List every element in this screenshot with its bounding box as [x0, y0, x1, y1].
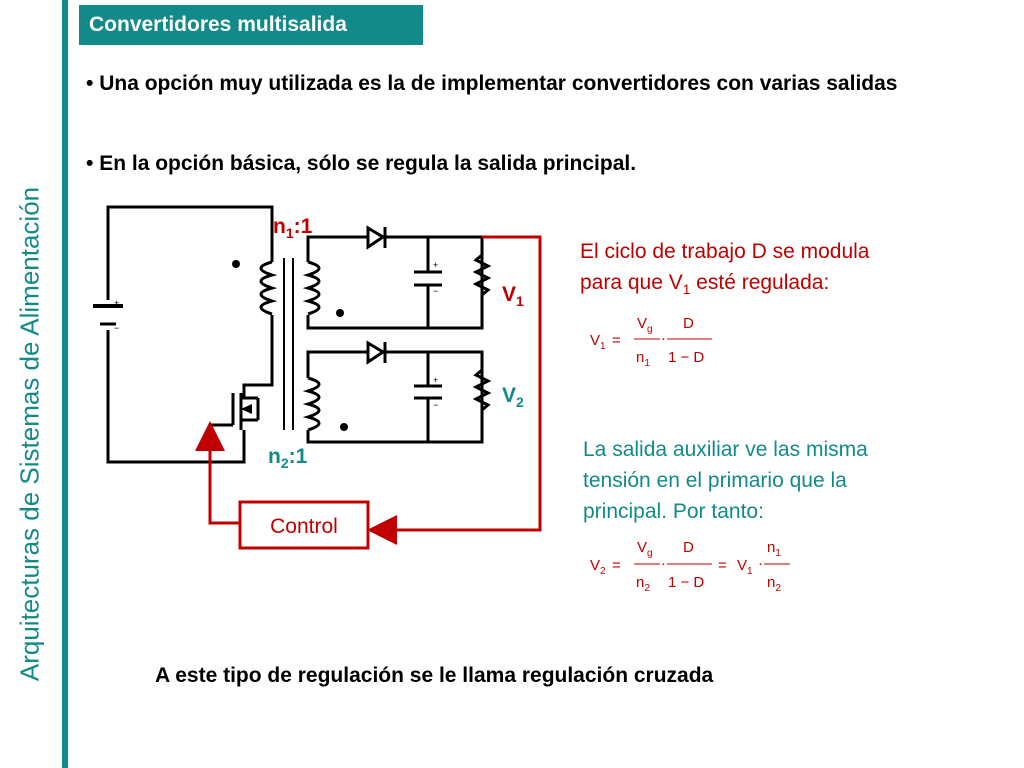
aux-output-line-2: tensión en el primario que la	[583, 469, 847, 492]
svg-text:=: =	[718, 557, 727, 574]
battery-minus: −	[114, 323, 119, 333]
primary-wire	[106, 205, 274, 300]
primary-coil	[259, 260, 278, 316]
control-gate-wire	[195, 421, 240, 525]
bullet-marker: •	[86, 72, 94, 95]
polarity-dot-primary	[232, 260, 240, 268]
svg-text:D: D	[683, 539, 694, 556]
footer-note: A este tipo de regulación se le llama re…	[155, 664, 714, 687]
svg-text:n2: n2	[767, 574, 781, 594]
cap2-plus: +	[433, 375, 438, 385]
svg-text:n1: n1	[767, 539, 781, 559]
control-label: Control	[270, 515, 338, 538]
svg-text:Vg: Vg	[637, 539, 653, 559]
aux-output-line-3: principal. Por tanto:	[583, 500, 764, 523]
control-block	[238, 500, 370, 550]
aux-output-note: La salida auxiliar ve las misma tensión …	[583, 434, 1003, 527]
diode-2	[366, 340, 387, 365]
aux-output-line-1: La salida auxiliar ve las misma	[583, 438, 868, 461]
secondary-2-coil	[302, 376, 321, 432]
feedback-wire	[367, 235, 542, 545]
svg-text:n2: n2	[636, 574, 650, 594]
svg-text:·: ·	[661, 330, 666, 347]
svg-text:1 − D: 1 − D	[668, 574, 704, 591]
load-resistor-2	[472, 368, 492, 412]
bullet-2-text: En la opción básica, sólo se regula la s…	[99, 152, 637, 175]
svg-text:·: ·	[661, 555, 666, 572]
svg-text:Vg: Vg	[637, 315, 653, 335]
slide-title: Convertidores multisalida	[79, 5, 423, 45]
svg-text:=: =	[612, 332, 621, 349]
battery-plus: +	[114, 298, 119, 308]
bullet-marker: •	[86, 152, 94, 175]
secondary-1-coil	[302, 260, 321, 316]
cap1-plus: +	[433, 260, 438, 270]
cap1-minus: −	[433, 286, 438, 296]
main-regulation-line-1: El ciclo de trabajo D se modula	[580, 240, 870, 263]
v1-label: V1	[502, 283, 524, 309]
cap2-minus: −	[433, 400, 438, 410]
polarity-dot-sec2	[340, 423, 348, 431]
svg-text:·: ·	[758, 555, 763, 572]
primary-wire-bottom	[106, 330, 246, 464]
load-resistor-1	[472, 253, 492, 297]
svg-text:1 − D: 1 − D	[668, 349, 704, 366]
svg-text:V1: V1	[590, 332, 606, 352]
main-regulation-line-2: para que V1 esté regulada:	[580, 271, 830, 298]
n1-label: n1:1	[273, 215, 313, 241]
svg-text:V1: V1	[737, 557, 753, 577]
bullet-1: • Una opción muy utilizada es la de impl…	[86, 68, 926, 100]
formula-v1: V1 = Vg n1 · D 1 − D	[590, 315, 712, 369]
n2-label: n2:1	[268, 445, 308, 471]
bullet-1-text: Una opción muy utilizada es la de implem…	[99, 72, 898, 95]
svg-text:V2: V2	[590, 557, 606, 577]
svg-text:D: D	[683, 315, 694, 332]
bullet-2: • En la opción básica, sólo se regula la…	[86, 148, 926, 180]
svg-text:=: =	[612, 557, 621, 574]
polarity-dot-sec1	[336, 309, 344, 317]
main-regulation-note: El ciclo de trabajo D se modula para que…	[580, 236, 1000, 305]
formula-v2: V2 = Vg n2 · D 1 − D = V1 · n1 n2	[590, 539, 790, 594]
v2-label: V2	[502, 384, 524, 410]
side-divider	[62, 0, 68, 768]
svg-text:n1: n1	[636, 349, 650, 369]
diode-1	[366, 225, 387, 250]
